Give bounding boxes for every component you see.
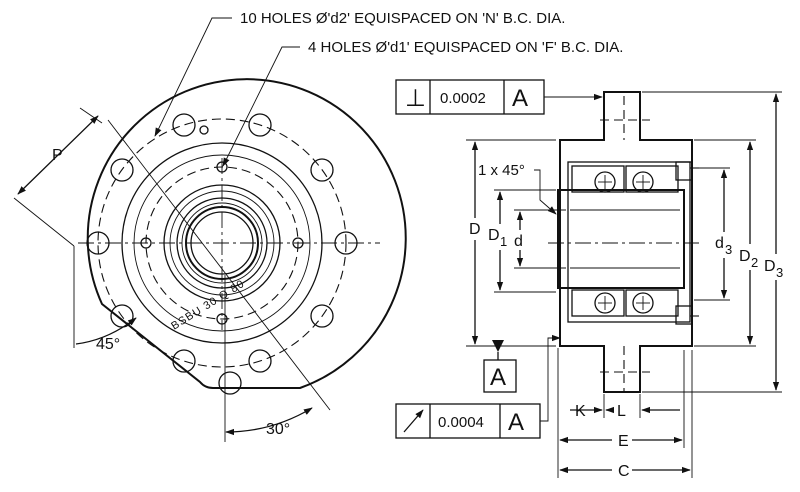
dim-D2: D xyxy=(739,248,751,265)
bearing-ball xyxy=(594,292,616,314)
flange-hole xyxy=(310,304,334,328)
runout-arrow-icon xyxy=(403,409,424,433)
bearing-ball xyxy=(632,171,654,193)
flange-hole xyxy=(199,125,209,135)
p-extension-1 xyxy=(13,197,75,247)
flange-hole xyxy=(248,113,272,137)
bearing-ball xyxy=(632,292,654,314)
leader-d2 xyxy=(157,17,232,131)
note-holes-d1: 4 HOLES Ø'd1' EQUISPACED ON 'F' B.C. DIA… xyxy=(308,39,623,56)
svg-text:2: 2 xyxy=(751,255,758,270)
angle-45: 45° xyxy=(96,336,120,353)
perpendicularity-value: 0.0002 xyxy=(440,90,486,107)
datum-a: A xyxy=(472,340,517,393)
datum-label: A xyxy=(490,364,506,391)
dim-E: E xyxy=(618,433,629,450)
p-extension-2 xyxy=(79,107,103,124)
svg-text:1: 1 xyxy=(500,234,507,249)
leader-d1 xyxy=(225,46,300,161)
center-line-diagonal xyxy=(107,119,331,411)
perpendicularity-symbol: ⊥ xyxy=(405,85,426,112)
dim-C: C xyxy=(618,463,630,480)
bolt-circle xyxy=(97,118,347,368)
flange-hole xyxy=(218,371,242,395)
svg-text:3: 3 xyxy=(776,265,783,280)
inner-sleeve xyxy=(557,189,685,289)
bearing-cavity xyxy=(567,161,691,323)
housing-section xyxy=(559,91,693,393)
angle-45-arc xyxy=(75,317,137,345)
perpendicularity-frame: ⊥ 0.0002 A xyxy=(395,79,603,115)
section-view: 1 x 45° D D 1 d d 3 D 2 xyxy=(466,91,793,480)
dim-K: K xyxy=(575,403,586,420)
flange-hole xyxy=(172,349,196,373)
flange-outline xyxy=(86,78,407,389)
dim-d3: d xyxy=(715,235,724,252)
dim-D3: D xyxy=(764,258,776,275)
dim-D1: D xyxy=(488,227,500,244)
front-view: P 45° 30° BSBU 30 Q 80 xyxy=(13,78,407,442)
runout-frame: 0.0004 A xyxy=(395,334,561,439)
perpendicularity-datum: A xyxy=(512,85,528,112)
note-holes-d2: 10 HOLES Ø'd2' EQUISPACED ON 'N' B.C. DI… xyxy=(240,10,565,27)
flange-hole xyxy=(110,158,134,182)
flange-hole xyxy=(248,349,272,373)
angle-30-arc xyxy=(225,407,313,436)
flange-hole xyxy=(310,158,334,182)
svg-text:3: 3 xyxy=(725,242,732,257)
p-dimension-line xyxy=(17,115,99,195)
angle-30: 30° xyxy=(266,421,290,438)
dim-p: P xyxy=(52,147,63,164)
dim-D: D xyxy=(469,221,481,238)
chamfer-note: 1 x 45° xyxy=(478,162,525,179)
runout-value: 0.0004 xyxy=(438,414,484,431)
leader-notes: 10 HOLES Ø'd2' EQUISPACED ON 'N' B.C. DI… xyxy=(154,10,623,167)
dim-L: L xyxy=(617,403,626,420)
bearing-ball xyxy=(594,171,616,193)
dim-d: d xyxy=(514,233,523,250)
flange-hole xyxy=(172,113,196,137)
runout-datum: A xyxy=(508,409,524,436)
